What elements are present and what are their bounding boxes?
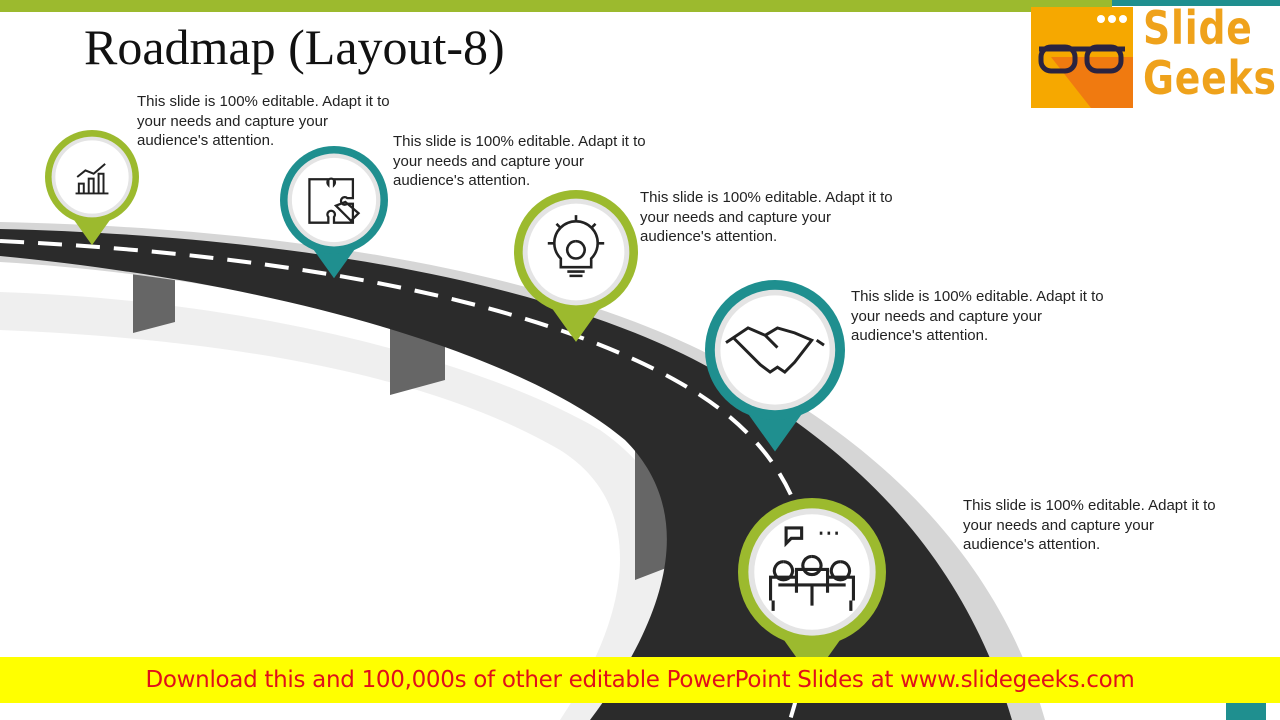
- logo-line2: Geeks: [1143, 51, 1277, 105]
- milestone-4-text: This slide is 100% editable. Adapt it to…: [851, 288, 1104, 344]
- logo-wordmark: Slide Geeks: [1143, 3, 1277, 103]
- milestone-pin-4: [705, 280, 845, 452]
- milestone-pin-5: [738, 498, 886, 680]
- milestone-5-text: This slide is 100% editable. Adapt it to…: [963, 497, 1216, 553]
- top-accent-bar-teal: [1112, 0, 1280, 6]
- pin-face: [720, 295, 830, 405]
- pin-face: [55, 140, 129, 214]
- bar-chart-icon: [75, 163, 109, 195]
- logo-line1: Slide: [1143, 1, 1253, 55]
- handshake-icon: [725, 326, 825, 374]
- milestone-pin-2: [280, 146, 388, 279]
- pin-face: [291, 157, 377, 243]
- meeting-icon: [769, 526, 855, 611]
- page-title: Roadmap (Layout-8): [84, 19, 505, 75]
- banner-text[interactable]: Download this and 100,000s of other edit…: [145, 667, 1135, 693]
- top-accent-bar-green: [0, 0, 1112, 12]
- lightbulb-gear-icon: [547, 215, 605, 278]
- pillar: [133, 265, 175, 333]
- download-banner[interactable]: Download this and 100,000s of other edit…: [0, 657, 1280, 703]
- milestone-pin-3: [514, 190, 638, 342]
- milestone-1-text: This slide is 100% editable. Adapt it to…: [137, 93, 390, 149]
- milestone-2-text: This slide is 100% editable. Adapt it to…: [393, 133, 646, 189]
- road-shadow: [0, 292, 681, 720]
- slidegeeks-logo: Slide Geeks: [1031, 3, 1276, 108]
- corner-accent: [1226, 703, 1266, 720]
- pin-face: [527, 203, 625, 301]
- puzzle-icon: [308, 177, 361, 224]
- milestone-pin-1: [45, 130, 139, 246]
- logo-glasses-box: [1031, 7, 1133, 108]
- milestone-3-text: This slide is 100% editable. Adapt it to…: [640, 189, 893, 245]
- pin-face: [754, 514, 870, 630]
